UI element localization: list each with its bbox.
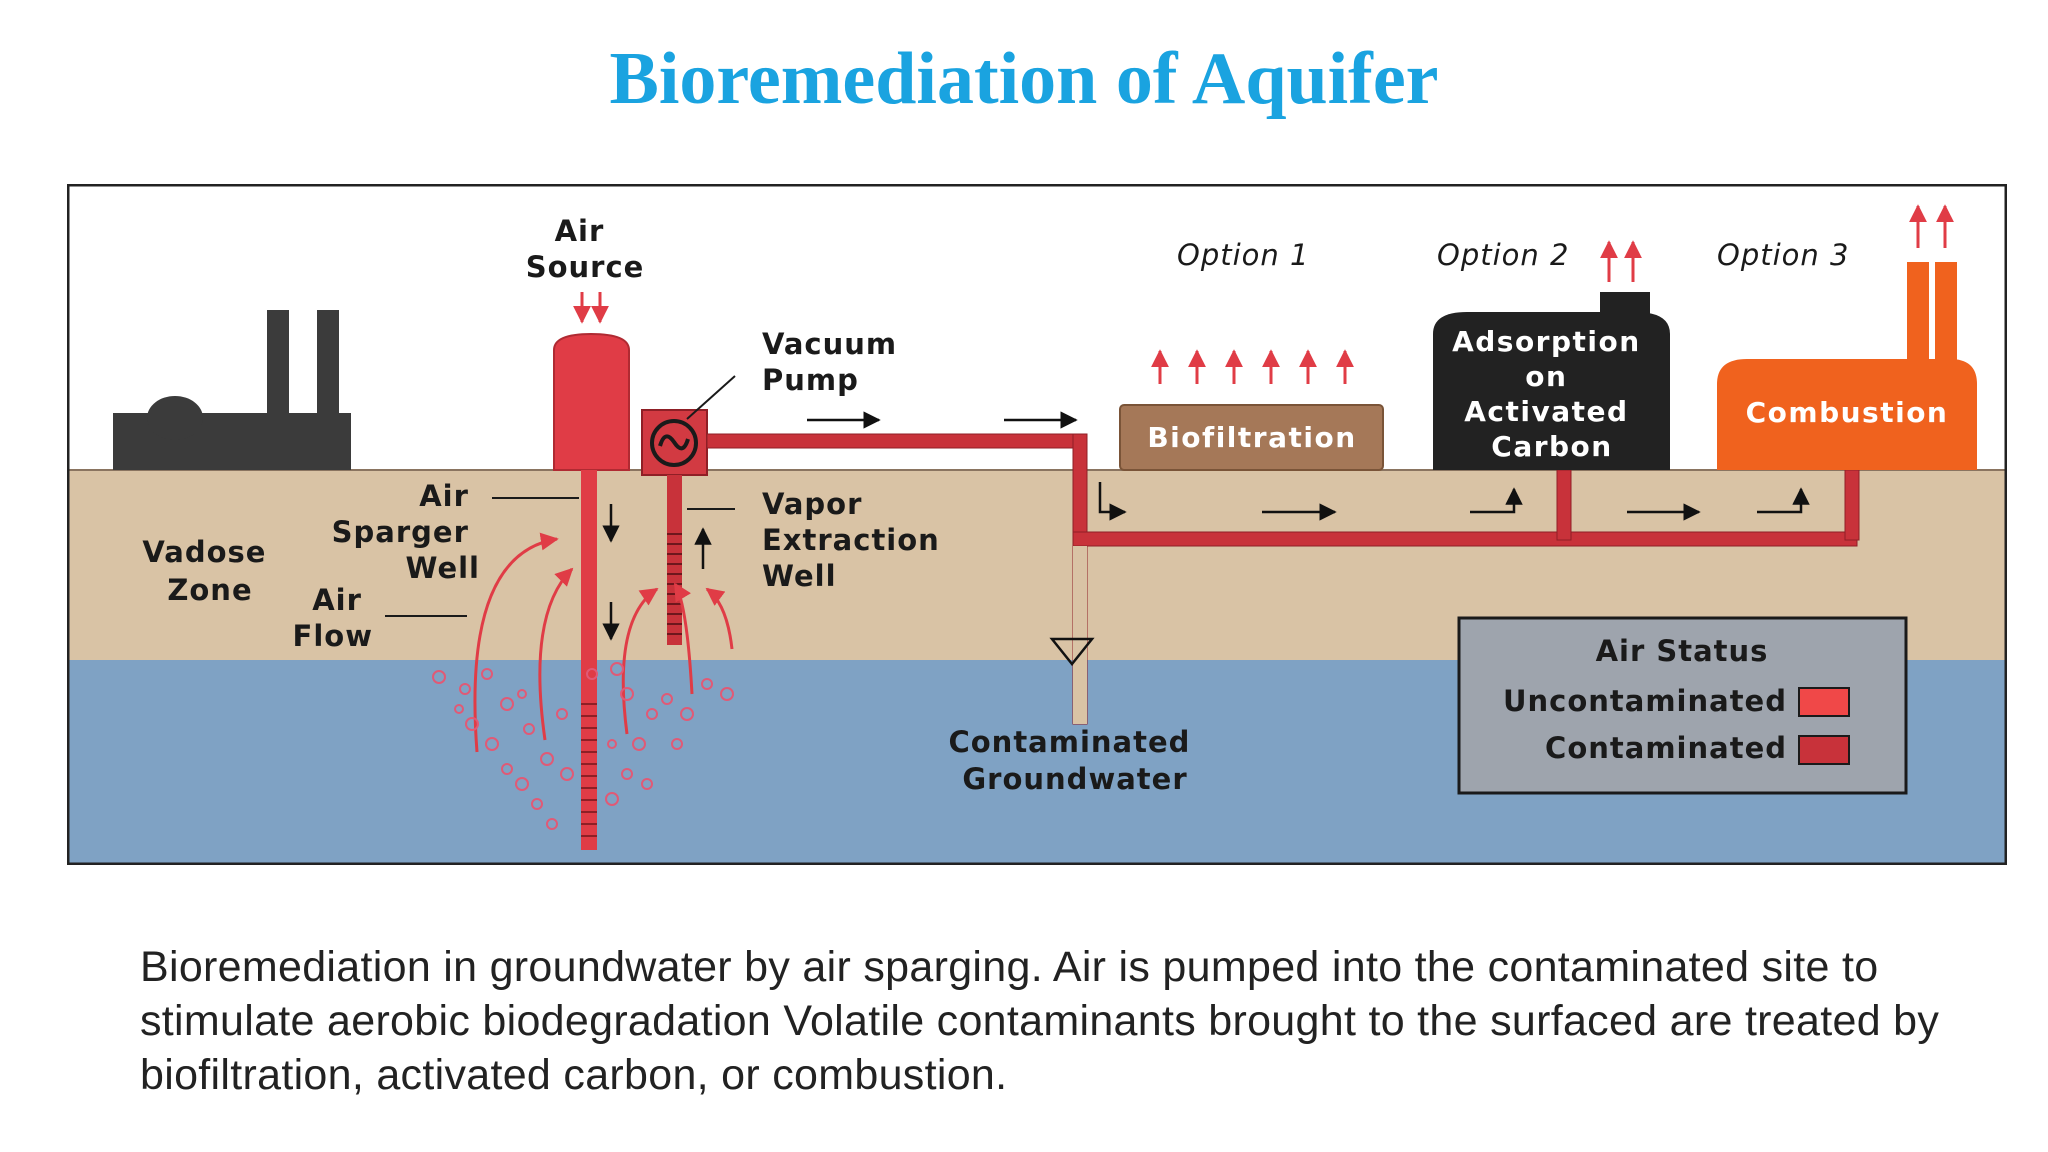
riser-to-carbon <box>1556 469 1572 541</box>
air-status-legend: Air Status Uncontaminated Contaminated <box>1457 616 1908 795</box>
activated-carbon-label: Adsorption on Activated Carbon <box>1452 325 1652 463</box>
legend-uncontaminated-label: Uncontaminated <box>1503 684 1787 718</box>
vapor-extraction-well-label: Vapor Extraction Well <box>762 487 951 593</box>
contaminated-groundwater-label: Contaminated Groundwater <box>948 725 1201 796</box>
legend-contaminated-label: Contaminated <box>1545 731 1787 765</box>
option-1-label: Option 1 <box>1177 238 1309 272</box>
combustion-exhaust-arrows <box>1909 204 1954 248</box>
diagram-caption: Bioremediation in groundwater by air spa… <box>140 943 1940 1099</box>
vapor-extraction-well-pipe <box>667 475 682 645</box>
legend-uncontaminated-swatch <box>1798 687 1850 717</box>
air-source-tank <box>553 332 630 471</box>
option-2-label: Option 2 <box>1437 238 1569 272</box>
biofiltration-label: Biofiltration <box>1147 421 1356 454</box>
air-sparger-well-label: Air Sparger Well <box>332 479 480 585</box>
air-flow-label: Air Flow <box>293 583 373 653</box>
legend-contaminated-swatch <box>1798 735 1850 765</box>
biofiltration-unit <box>1119 404 1384 471</box>
sky-area <box>67 184 2007 470</box>
water-table-symbol <box>1049 637 1095 667</box>
combustion-unit <box>1717 262 1977 470</box>
vacuum-pump-label: Vacuum Pump <box>762 327 908 397</box>
biofiltration-exhaust-arrows <box>1151 349 1354 384</box>
option-3-label: Option 3 <box>1717 238 1849 272</box>
air-source-arrows <box>573 292 609 324</box>
flow-direction-arrows <box>602 504 712 641</box>
factory-icon <box>113 310 351 470</box>
air-bubbles <box>432 662 734 830</box>
air-sparger-well-pipe <box>581 470 597 850</box>
vacuum-pump <box>641 409 708 476</box>
air-sparging-diagram: Air Source Vacuum Pump Vapor Extraction … <box>67 184 2007 865</box>
sparger-screen <box>581 703 597 837</box>
air-flow-curves <box>473 532 734 753</box>
vacuum-pump-leader <box>686 375 736 420</box>
distribution-pipe <box>1072 531 1858 547</box>
activated-carbon-unit <box>1433 292 1670 470</box>
pipe-flow-arrows <box>807 411 1810 521</box>
riser-mask <box>1073 546 1087 724</box>
carbon-exhaust-arrows <box>1600 240 1642 282</box>
vadose-zone-label: Vadose Zone <box>142 535 277 607</box>
diagram-frame <box>67 184 2007 865</box>
page-title: Bioremediation of Aquifer <box>609 38 1439 120</box>
legend-title: Air Status <box>1596 634 1769 668</box>
air-source-label: Air Source <box>526 214 645 284</box>
combustion-label: Combustion <box>1746 396 1949 429</box>
riser-to-combustion <box>1844 469 1860 541</box>
